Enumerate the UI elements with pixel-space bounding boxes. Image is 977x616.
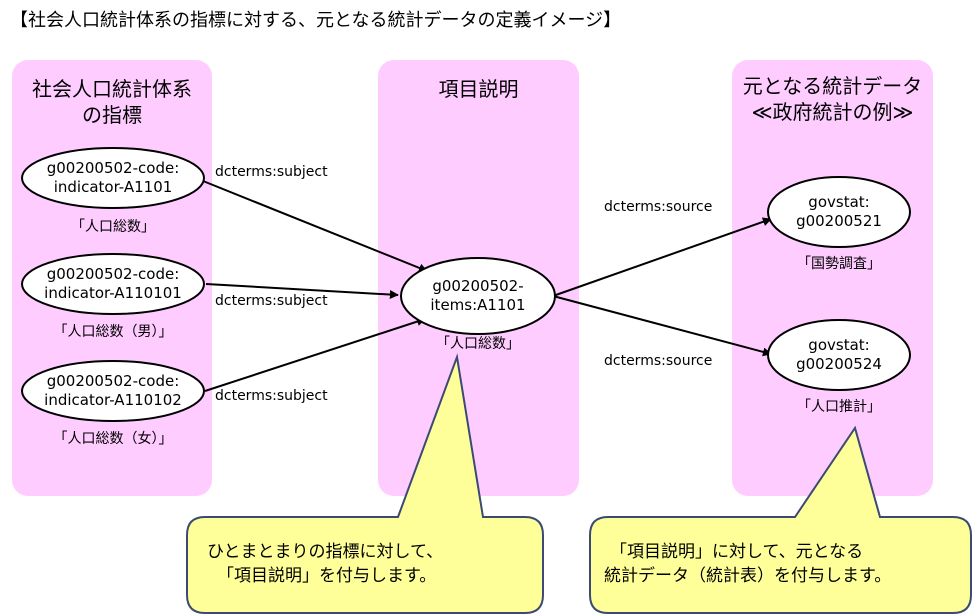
callout-line: ひとまとまりの指標に対して、	[207, 542, 444, 562]
node-label-line: g00200502-	[432, 277, 524, 295]
edge-source-2	[552, 295, 772, 357]
callout-right-bubble	[589, 425, 972, 614]
node-items-a1101	[400, 257, 556, 335]
edge-label: dcterms:source	[604, 353, 713, 369]
node-label-line: g00200502-code:	[46, 265, 180, 283]
edge-subject-1	[202, 180, 428, 273]
edge-source-1	[552, 217, 772, 297]
edge-label: dcterms:source	[604, 199, 713, 215]
node-caption: 「国勢調査」	[797, 256, 881, 272]
edge-label: dcterms:subject	[215, 164, 328, 180]
node-caption: 「人口総数」	[71, 219, 155, 235]
node-govstat-00200524	[767, 319, 911, 391]
node-label: g00200502-code: indicator-A110102	[22, 372, 204, 410]
callout-left-bubble	[186, 353, 544, 614]
edge-label: dcterms:subject	[215, 388, 328, 404]
column-title-line: の指標	[82, 103, 142, 127]
node-caption: 「人口総数」	[436, 336, 520, 352]
callout-line: 「項目説明」に対して、元となる	[610, 542, 864, 562]
diagram-title: 【社会人口統計体系の指標に対する、元となる統計データの定義イメージ】	[10, 10, 622, 31]
column-title-line: 元となる統計データ	[742, 74, 923, 98]
node-label: g00200502- items:A1101	[401, 277, 555, 315]
callout-right-text: 「項目説明」に対して、元となる 統計データ（統計表）を付与します。	[604, 540, 964, 588]
node-label-line: govstat:	[808, 193, 870, 211]
node-label-line: items:A1101	[430, 296, 526, 314]
node-label: g00200502-code: indicator-A1101	[22, 159, 204, 197]
node-label-line: indicator-A1101	[53, 178, 173, 196]
column-title-line: 社会人口統計体系	[32, 77, 192, 101]
node-caption: 「人口総数（男）」	[53, 324, 173, 340]
node-caption: 「人口推計」	[797, 399, 881, 415]
node-caption: 「人口総数（女）」	[53, 431, 173, 447]
node-label: govstat: g00200524	[768, 336, 910, 374]
node-indicator-a110102	[21, 360, 205, 422]
node-indicator-a1101	[21, 147, 205, 209]
edge-label: dcterms:subject	[215, 293, 328, 309]
column-title-line: ≪政府統計の例≫	[751, 100, 914, 124]
node-label-line: g00200502-code:	[46, 372, 180, 390]
column-title-sources: 元となる統計データ ≪政府統計の例≫	[724, 73, 941, 125]
callout-line: 「項目説明」を付与します。	[217, 566, 437, 586]
column-title-line: 項目説明	[438, 77, 519, 101]
edge-subject-2	[205, 283, 399, 300]
column-sources-bg	[732, 60, 933, 496]
column-title-items: 項目説明	[378, 76, 579, 102]
node-label: g00200502-code: indicator-A110101	[22, 265, 204, 303]
callout-line: 統計データ（統計表）を付与します。	[604, 566, 892, 586]
node-label-line: indicator-A110101	[44, 284, 182, 302]
node-label-line: g00200524	[796, 355, 882, 373]
node-label-line: g00200521	[796, 212, 882, 230]
column-title-indicators: 社会人口統計体系 の指標	[12, 76, 212, 128]
node-label-line: g00200502-code:	[46, 159, 180, 177]
edge-subject-3	[204, 317, 426, 392]
node-indicator-a110101	[21, 253, 205, 315]
node-label: govstat: g00200521	[768, 193, 910, 231]
node-label-line: indicator-A110102	[44, 391, 182, 409]
node-label-line: govstat:	[808, 336, 870, 354]
node-govstat-00200521	[767, 176, 911, 248]
callout-left-text: ひとまとまりの指標に対して、 「項目説明」を付与します。	[207, 540, 527, 588]
